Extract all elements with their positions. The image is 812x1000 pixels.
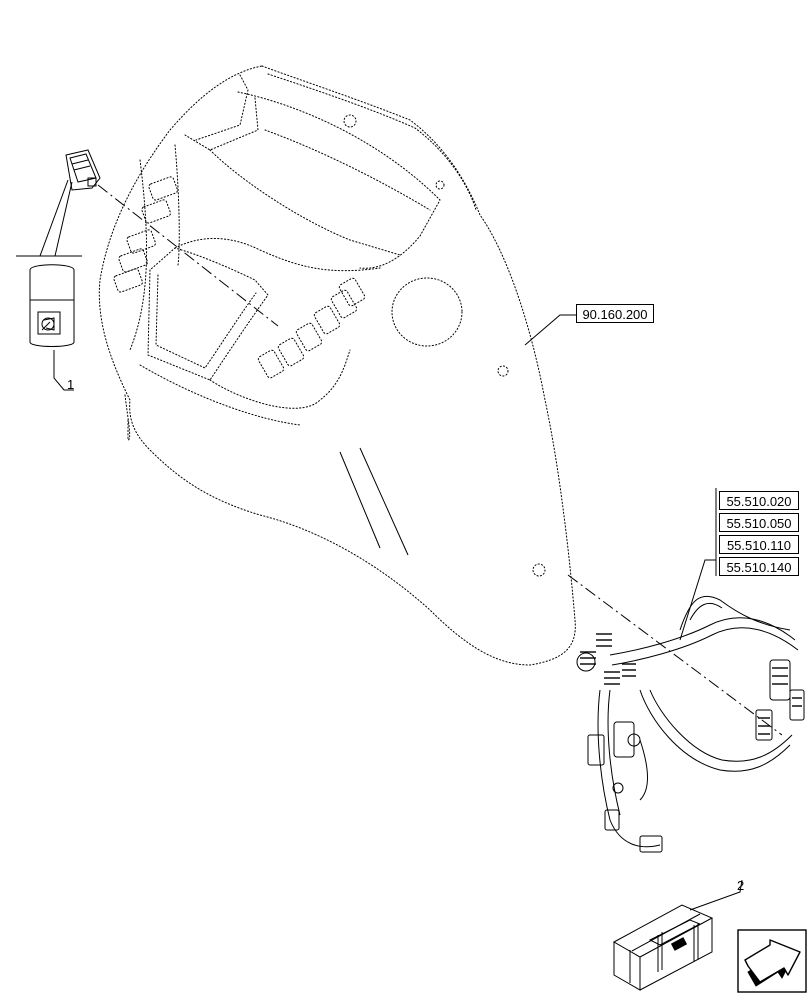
ref-box-harness-4: 55.510.140 xyxy=(719,557,799,576)
callout-2-leader xyxy=(689,879,743,911)
kit-box xyxy=(612,904,714,991)
ref-box-harness-1: 55.510.020 xyxy=(719,491,799,510)
panel-ref-leader xyxy=(524,314,578,346)
callout-number-2: 2 xyxy=(737,878,745,893)
ref-box-cab-panel: 90.160.200 xyxy=(576,304,654,323)
switch-part xyxy=(16,149,101,257)
next-page-arrow-icon[interactable] xyxy=(737,929,807,993)
switch-face xyxy=(29,264,75,347)
assembly-line-switch xyxy=(97,184,279,327)
callout-number-1: 1 xyxy=(67,377,75,392)
switch-symbol-icon xyxy=(41,317,55,331)
harness-ref-leader xyxy=(679,559,716,641)
ref-box-harness-3: 55.510.110 xyxy=(719,535,799,554)
assembly-line-harness xyxy=(567,574,783,736)
ref-box-harness-2: 55.510.050 xyxy=(719,513,799,532)
dashboard-console xyxy=(98,65,576,666)
callout-1-leader xyxy=(53,350,74,391)
wiring-harness xyxy=(576,595,805,853)
